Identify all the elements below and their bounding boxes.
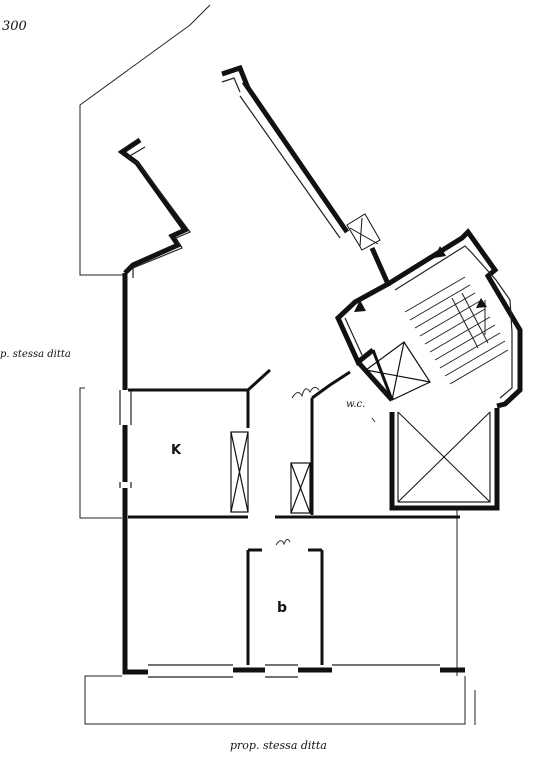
entrance-arrow-icon <box>354 300 366 312</box>
room-label-bathroom: b <box>277 600 287 616</box>
bottom-neighbour-label: prop. stessa ditta <box>230 739 327 752</box>
chimney-flue <box>346 213 381 251</box>
exterior-walls <box>117 64 523 675</box>
room-label-kitchen: K <box>171 443 182 458</box>
staircase <box>404 276 509 385</box>
wall-inner-lines <box>119 77 513 678</box>
room-label-wc: w.c. <box>346 399 365 410</box>
pencil-scribble <box>275 386 376 546</box>
entrance-arrow-icon <box>434 246 446 258</box>
lift-shaft <box>365 341 431 401</box>
elevator-shaft <box>397 411 491 503</box>
scale-label: 300 <box>2 19 27 34</box>
ventilation-duct <box>230 431 311 514</box>
left-neighbour-label: p. stessa ditta <box>0 349 71 360</box>
outer-boundary-lines <box>79 4 476 725</box>
interior-walls <box>128 349 460 665</box>
stair-direction-arrow <box>476 298 487 308</box>
